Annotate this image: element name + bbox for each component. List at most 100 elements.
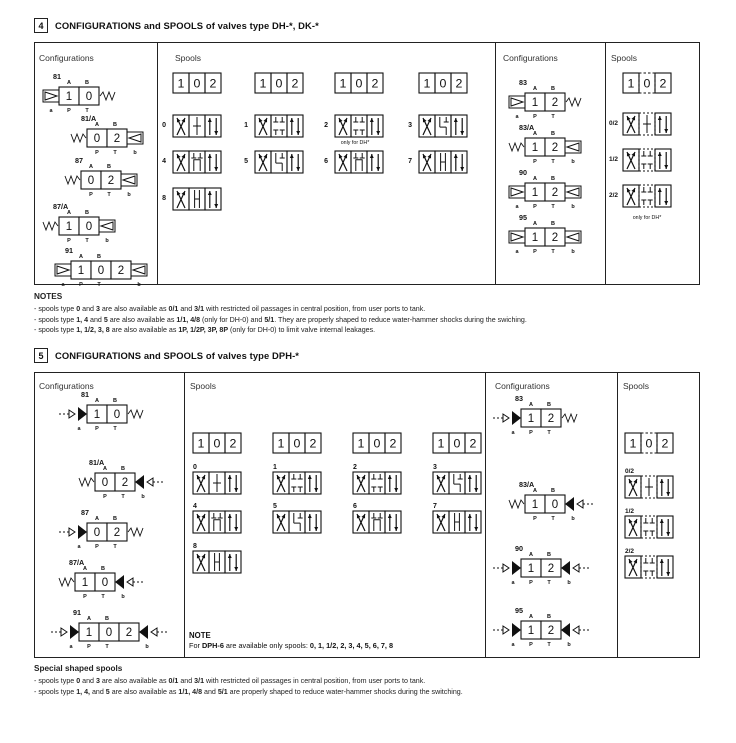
header-number: 0 [194,76,201,90]
port-p: P [67,238,71,244]
position-number: 1 [78,265,84,277]
port-t: T [97,282,101,286]
spool-box [384,471,402,495]
spool-symbol [192,550,242,574]
solenoid-icon [565,187,580,197]
note-line: - spools type 0 and 3 are also available… [34,304,426,313]
solenoid-box [54,263,72,277]
solenoid-label: a [515,114,519,120]
port-a: A [533,86,537,92]
header-box [464,432,482,454]
position-number: 1 [528,413,534,425]
port-p: P [533,204,537,210]
pilot-triangle-icon [146,477,154,487]
spool-box [384,510,402,534]
spool-code: 6 [353,503,357,510]
port-p: P [529,430,533,436]
port-a: A [95,122,99,128]
position-number: 0 [86,221,92,233]
config-code: 83/A [519,123,534,132]
port-a: A [67,210,71,216]
solenoid-label: a [61,282,65,286]
port-b: B [551,176,555,182]
port-t: T [547,642,551,648]
position-number: 1 [532,499,538,511]
port-b: B [97,254,101,260]
position-number: 0 [552,499,558,511]
spool-code: 2 [324,122,328,129]
section4-frame: Configurations Spools Configurations Spo… [34,42,700,286]
port-p: P [529,642,533,648]
solenoid-box [508,95,526,109]
port-b: B [551,488,555,494]
solenoid-label: b [127,192,131,198]
config-code: 81 [53,72,61,81]
header-box [304,432,322,454]
solenoid-label: b [121,594,125,600]
position-box [106,522,128,542]
position-number: 2 [552,232,558,244]
spool-symbol [432,471,482,495]
spool-symbol [432,510,482,534]
port-p: P [67,108,71,114]
spool-code: 5 [244,158,248,165]
dph6-note-model: DPH-6 [201,641,224,650]
spring-icon [64,174,81,186]
spool-symbol [622,112,672,136]
position-number: 0 [106,627,112,639]
port-a: A [95,398,99,404]
spool-code: 4 [193,503,197,510]
port-a: A [529,614,533,620]
port-a: A [533,131,537,137]
spool-box [304,471,322,495]
solenoid-box [98,219,116,233]
solenoid-icon [56,265,71,275]
spool-box [654,148,672,172]
header-box [450,72,468,94]
port-t: T [547,430,551,436]
port-p: P [533,516,537,522]
port-p: P [95,544,99,550]
position-number: 0 [98,265,104,277]
port-p: P [533,114,537,120]
spool-box [448,471,466,495]
header-number: 2 [372,76,379,90]
header-box [286,72,304,94]
port-t: T [551,249,555,255]
spool-symbol [622,184,672,208]
header-number: 2 [292,76,299,90]
special-note-line: - spools type 1, 4, and 5 are also avail… [34,687,463,696]
spool-code: 2/2 [625,548,634,555]
solenoid-icon [510,232,525,242]
spool-symbol [624,555,674,579]
port-t: T [113,544,117,550]
spool-box [654,112,672,136]
port-p: P [89,192,93,198]
section5-title: CONFIGURATIONS and SPOOLS of valves type… [55,350,300,361]
header-number: 1 [178,76,185,90]
port-b: B [551,221,555,227]
spring-icon [565,96,582,108]
spool-box [640,475,658,499]
spool-box [368,471,386,495]
spool-box [204,150,222,174]
header-number: 0 [356,76,363,90]
solenoid-label: a [515,204,519,210]
config-code: 87 [81,508,89,517]
position-number: 1 [532,97,538,109]
pilot-triangle-icon [502,563,510,573]
config-code: 81/A [81,114,96,123]
position-number: 2 [548,563,554,575]
config-code: 95 [515,606,523,615]
port-b: B [85,210,89,216]
pilot-triangle-icon [502,413,510,423]
